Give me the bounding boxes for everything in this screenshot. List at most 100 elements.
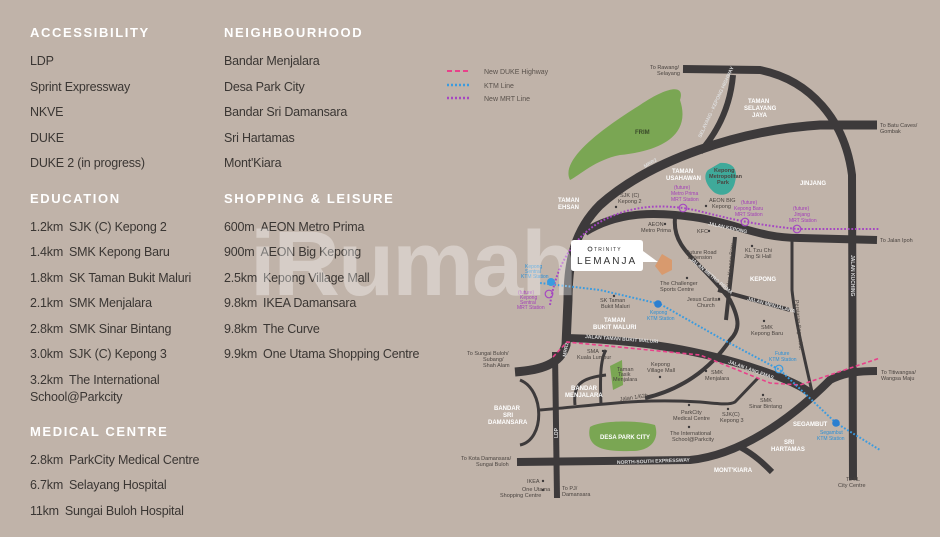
station-label: Kepong (525, 264, 542, 270)
left-column: ACCESSIBILITY LDP Sprint Expressway NKVE… (30, 24, 215, 537)
trinity-logo-icon (587, 246, 593, 252)
place-name: The Curve (263, 321, 320, 336)
distance: 3.2km (30, 372, 64, 387)
place-name: AEON Metro Prima (260, 219, 365, 234)
distance: 1.4km (30, 245, 64, 259)
frim-area (568, 89, 683, 180)
area-label: Metropolitan (709, 174, 743, 180)
list-item: NKVE (30, 105, 64, 119)
area-label: TAMAN (558, 198, 579, 204)
poi-dots (541, 204, 766, 492)
distance: 2.1km (30, 296, 64, 310)
legend-duke: New DUKE Highway (484, 69, 549, 76)
destination-label: To Rawang/ (650, 65, 680, 71)
distance: 9.9km (224, 347, 258, 361)
poi-label: SJK (C) (620, 193, 639, 199)
poi-label: Church (697, 303, 715, 309)
map-legend: New DUKE Highway KTM Line New MRT Line (447, 69, 549, 103)
poi-label: Kepong 2 (618, 199, 642, 205)
distance: 9.8km (224, 296, 258, 310)
station-label: Metro Prima (671, 191, 698, 197)
area-label: BUKIT MALURI (593, 325, 637, 331)
poi-label: AEON BIG (709, 198, 736, 204)
medical-heading: MEDICAL CENTRE (30, 423, 169, 439)
distance: 2.8km (30, 452, 64, 467)
shopping-heading: SHOPPING & LEISURE (224, 190, 395, 206)
area-label: TAMAN (672, 169, 693, 175)
station-label: Sentral (520, 300, 536, 306)
station-label: Segambut (820, 430, 843, 436)
poi-label: ParkCity (681, 410, 702, 416)
station-label: Jinjang (794, 212, 810, 218)
destination-label: Gombak (880, 129, 901, 135)
area-label: SRI (784, 440, 794, 446)
station-label: KTM Station (817, 436, 845, 442)
poi-label: The Challenger (660, 281, 698, 287)
poi-label: Metro Prima (641, 228, 672, 234)
neighbourhood-list: Bandar Menjalara Desa Park City Bandar S… (224, 49, 424, 177)
station-label: Future (775, 351, 790, 357)
road-label: Jalan 1/62b (619, 393, 648, 403)
area-label: JAYA (752, 113, 768, 119)
logo-brand: TRINITY (594, 247, 622, 253)
place-name: Selayang Hospital (69, 478, 167, 492)
poi-label: KFC (697, 229, 708, 235)
station-label: Sentral (525, 269, 541, 275)
jalan-1-62b-road (539, 376, 760, 412)
poi-label: Jing Si Hall (744, 254, 772, 260)
logo-name: LEMANJA (577, 256, 637, 267)
area-labels: FRIM TAMAN SELAYANG JAYA TAMAN USAHAWAN … (488, 99, 828, 474)
distance: 3.0km (30, 347, 64, 361)
list-item: 9.9km One Utama Shopping Centre (224, 342, 424, 367)
area-label: BANDAR (571, 386, 598, 392)
education-heading: EDUCATION (30, 190, 121, 206)
poi-label: One Utama (522, 487, 551, 493)
place-name: SJK (C) Kepong 3 (69, 347, 167, 361)
area-label: HARTAMAS (771, 447, 805, 453)
area-label: JINJANG (800, 181, 826, 187)
future-ktm-station-icon (774, 364, 784, 374)
list-item: Mont'Kiara (224, 156, 282, 170)
station-label: KTM Station (647, 316, 675, 322)
poi-label: IKEA (527, 479, 540, 485)
location-map: New DUKE Highway KTM Line New MRT Line (447, 65, 918, 499)
place-name: One Utama Shopping Centre (263, 347, 420, 361)
poi-label: SMK (711, 370, 723, 376)
poi-label: Bukit Maluri (601, 304, 630, 310)
area-label: SEGAMBUT (793, 422, 828, 428)
list-item: 3.0km SJK (C) Kepong 3 (30, 342, 215, 368)
lemanja-logo-callout: TRINITY LEMANJA (571, 240, 658, 271)
mont-kiara-road (738, 444, 775, 475)
road-label: LDP (554, 427, 560, 438)
distance: 1.8km (30, 270, 64, 285)
jinjang-mrt-station-icon (792, 224, 802, 234)
list-item: DUKE 2 (in progress) (30, 156, 145, 170)
poi-label: Shopping Centre (500, 493, 541, 499)
station-label: (future) (793, 206, 809, 212)
area-label: SELAYANG (744, 106, 777, 112)
poi-label: SK Taman (600, 298, 625, 304)
road-label: MRR2 (562, 342, 570, 357)
ldp-road (552, 351, 560, 499)
list-item: Bandar Sri Damansara (224, 105, 348, 119)
jalan-metro-prima-road (644, 217, 740, 400)
station-label: MRT Station (517, 305, 545, 311)
poi-label: Kuala Lumpur (577, 355, 611, 361)
area-label: USAHAWAN (666, 176, 701, 182)
station-labels: (future) Metro Prima MRT Station (future… (517, 185, 845, 442)
destination-label: To Sungai Buloh/ (467, 351, 509, 357)
station-label: Kepong Baru (734, 206, 763, 212)
poi-label: Jesus Caritas (687, 297, 721, 303)
list-item: Sprint Expressway (30, 79, 131, 94)
poi-label: SJK(C) (722, 412, 740, 418)
jalan-kepong-baru-road (724, 236, 737, 321)
segambut-ktm-station-icon (832, 419, 840, 427)
station-label: MRT Station (789, 218, 817, 224)
tasik-menjalara-area (610, 360, 623, 390)
metropolitan-park-area (705, 162, 737, 195)
